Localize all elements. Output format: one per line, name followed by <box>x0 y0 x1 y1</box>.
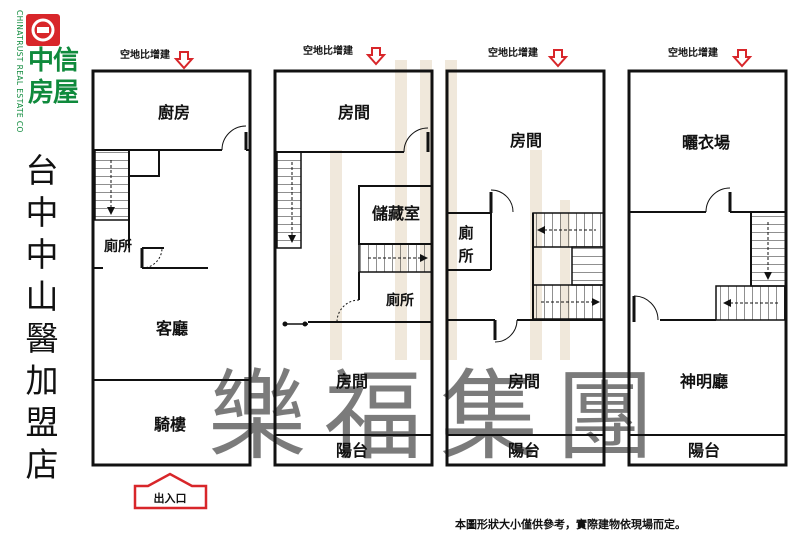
room-label-laundry: 曬衣場 <box>682 133 730 152</box>
extension-label: 空地比增建 <box>303 44 354 57</box>
store-name-char: 店 <box>25 445 59 484</box>
up-arrow-icon <box>133 472 208 510</box>
extension-label: 空地比增建 <box>488 46 539 59</box>
entrance-marker: 出入口 <box>133 472 208 510</box>
floor-1-labels: 廚房 廁所 客廳 騎樓 <box>104 103 190 434</box>
room-label-toilet: 廁所 <box>104 238 132 255</box>
down-arrow-icon <box>173 51 195 70</box>
room-label-shrine: 神明廳 <box>680 372 728 391</box>
floor-4-labels: 曬衣場 神明廳 陽台 <box>680 133 730 460</box>
watermark-text: 樂福集團 <box>208 360 672 474</box>
store-name-char: 加 <box>25 361 59 400</box>
store-name-char: 醫 <box>25 319 59 358</box>
floor-4 <box>627 69 788 467</box>
store-name-char: 盟 <box>25 403 59 442</box>
room-label-balcony: 陽台 <box>336 441 368 460</box>
store-name-char: 中 <box>25 193 59 232</box>
extension-label: 空地比增建 <box>120 48 171 61</box>
room-label-toilet-upper: 廁 <box>458 224 473 242</box>
room-label-balcony: 陽台 <box>508 441 540 460</box>
room-label-room-front: 房間 <box>336 372 368 391</box>
room-label-room-back: 房間 <box>338 103 370 122</box>
logo-badge-icon <box>26 14 60 46</box>
entrance-label: 出入口 <box>154 491 187 505</box>
disclaimer-note: 本圖形狀大小僅供參考，實際建物依現場而定。 <box>455 518 686 531</box>
store-name-char: 山 <box>25 277 59 316</box>
extension-markers: 空地比增建 空地比增建 空地比增建 空地比增建 <box>120 44 753 70</box>
logo-name-line2: 房屋 <box>28 78 79 108</box>
room-label-arcade: 騎樓 <box>154 415 186 434</box>
floor-2 <box>273 69 434 467</box>
room-label-living: 客廳 <box>156 319 188 338</box>
down-arrow-icon <box>731 49 753 68</box>
floor-3-labels: 房間 廁 所 房間 陽台 <box>458 131 542 460</box>
store-name-char: 台 <box>25 151 59 190</box>
floor-1 <box>91 69 252 467</box>
down-arrow-icon <box>547 49 569 68</box>
store-name-char: 中 <box>25 235 59 274</box>
room-label-toilet-lower: 所 <box>458 247 473 265</box>
down-arrow-icon <box>365 47 387 66</box>
room-label-room-front: 房間 <box>508 372 540 391</box>
room-label-kitchen: 廚房 <box>158 103 190 122</box>
room-label-balcony: 陽台 <box>688 441 720 460</box>
extension-label: 空地比增建 <box>668 46 719 59</box>
company-logo: CHINATRUST REAL ESTATE CO 中信 房屋 <box>10 10 90 135</box>
floor-2-labels: 房間 儲藏室 廁所 房間 陽台 <box>336 103 420 460</box>
room-label-room-back: 房間 <box>510 131 542 150</box>
logo-name-line1: 中信 <box>28 46 79 76</box>
logo-english-name: CHINATRUST REAL ESTATE CO <box>15 10 24 133</box>
room-label-storage: 儲藏室 <box>371 204 420 223</box>
floor-3 <box>445 69 606 467</box>
store-name: 台 中 中 山 醫 加 盟 店 <box>22 150 62 486</box>
room-label-toilet: 廁所 <box>386 292 414 309</box>
